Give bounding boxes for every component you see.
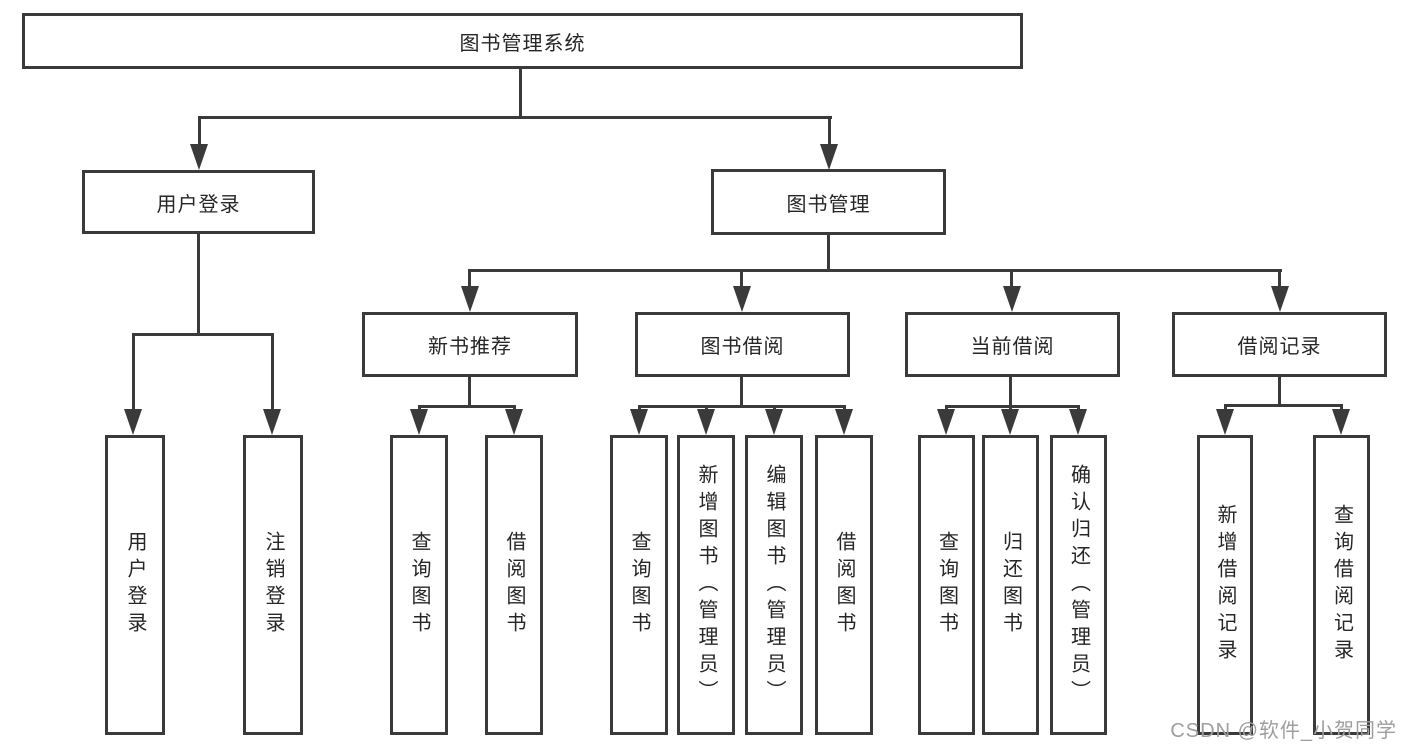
arrow-down-icon (1271, 286, 1289, 312)
arrow-down-icon (835, 409, 853, 435)
leaf-query-books-borrowing-label: 查询图书 (628, 531, 650, 639)
node-book-management-label: 图书管理 (786, 193, 871, 216)
leaf-edit-book-admin-label: 编辑图书（管理员） (763, 463, 785, 707)
leaf-borrow-books-borrowing: 借阅图书 (815, 435, 873, 735)
node-current-borrowing-label: 当前借阅 (970, 336, 1055, 358)
leaf-return-book: 归还图书 (982, 435, 1039, 735)
node-borrowing-records-label: 借阅记录 (1237, 336, 1322, 358)
node-library-system: 图书管理系统 (22, 13, 1023, 69)
arrow-down-icon (410, 409, 428, 435)
arrow-down-icon (1003, 286, 1021, 312)
node-user-login: 用户登录 (82, 170, 315, 234)
arrow-down-icon (1332, 409, 1350, 435)
leaf-add-borrow-record: 新增借阅记录 (1197, 435, 1253, 735)
leaf-logout: 注销登录 (243, 435, 303, 735)
arrow-down-icon (1069, 409, 1087, 435)
node-new-book-recommendation-label: 新书推荐 (428, 336, 512, 358)
connector-line (132, 333, 135, 411)
leaf-edit-book-admin: 编辑图书（管理员） (745, 435, 803, 735)
connector-line (740, 377, 743, 408)
leaf-borrow-books-borrowing-label: 借阅图书 (833, 531, 855, 639)
connector-line (197, 234, 200, 336)
connector-line (1009, 377, 1012, 408)
connector-line (827, 235, 830, 272)
leaf-user-login-label: 用户登录 (124, 531, 146, 639)
node-current-borrowing: 当前借阅 (905, 312, 1120, 377)
arrow-down-icon (263, 409, 281, 435)
node-new-book-recommendation: 新书推荐 (362, 312, 578, 377)
connector-line (519, 69, 522, 117)
arrow-down-icon (820, 144, 838, 170)
connector-line (1010, 269, 1013, 289)
connector-line (1224, 404, 1227, 413)
node-book-management: 图书管理 (711, 169, 946, 235)
leaf-query-books-recommend-label: 查询图书 (408, 531, 430, 639)
arrow-down-icon (630, 409, 648, 435)
leaf-user-login: 用户登录 (105, 435, 165, 735)
arrow-down-icon (190, 144, 208, 170)
arrow-down-icon (937, 409, 955, 435)
arrow-down-icon (733, 286, 751, 312)
connector-line (271, 333, 274, 411)
connector-line (468, 269, 471, 289)
leaf-borrow-books-recommend: 借阅图书 (485, 435, 543, 735)
connector-line (945, 405, 1080, 408)
leaf-add-book-admin-label: 新增图书（管理员） (695, 463, 717, 707)
connector-line (1278, 269, 1281, 289)
node-borrowing-records: 借阅记录 (1172, 312, 1387, 377)
connector-line (638, 405, 846, 408)
connector-line (198, 116, 832, 119)
leaf-query-books-recommend: 查询图书 (390, 435, 448, 735)
connector-line (198, 116, 201, 146)
arrow-down-icon (461, 286, 479, 312)
connector-line (1224, 404, 1343, 407)
node-book-borrowing-label: 图书借阅 (700, 336, 785, 358)
arrow-down-icon (1216, 409, 1234, 435)
leaf-add-book-admin: 新增图书（管理员） (677, 435, 735, 735)
arrow-down-icon (765, 409, 783, 435)
leaf-query-borrow-record: 查询借阅记录 (1313, 435, 1370, 735)
csdn-watermark: CSDN @软件_小贺同学 (1170, 720, 1397, 742)
arrow-down-icon (697, 409, 715, 435)
node-user-login-label: 用户登录 (156, 193, 241, 216)
leaf-confirm-return-admin-label: 确认归还（管理员） (1067, 463, 1090, 707)
leaf-query-books-current-label: 查询图书 (935, 531, 958, 639)
connector-line (1340, 404, 1343, 413)
connector-line (132, 333, 274, 336)
leaf-add-borrow-record-label: 新增借阅记录 (1214, 504, 1236, 666)
node-book-borrowing: 图书借阅 (635, 312, 850, 377)
arrow-down-icon (505, 409, 523, 435)
leaf-borrow-books-recommend-label: 借阅图书 (503, 531, 525, 639)
leaf-query-borrow-record-label: 查询借阅记录 (1330, 504, 1353, 666)
connector-line (418, 405, 516, 408)
leaf-query-books-borrowing: 查询图书 (610, 435, 668, 735)
connector-line (1278, 377, 1281, 407)
connector-line (828, 116, 831, 146)
leaf-confirm-return-admin: 确认归还（管理员） (1050, 435, 1107, 735)
connector-line (740, 269, 743, 289)
leaf-return-book-label: 归还图书 (999, 531, 1022, 639)
node-library-system-label: 图书管理系统 (459, 32, 586, 55)
leaf-query-books-current: 查询图书 (918, 435, 975, 735)
arrow-down-icon (1001, 409, 1019, 435)
connector-line (469, 269, 1282, 272)
arrow-down-icon (124, 409, 142, 435)
connector-line (468, 377, 471, 408)
leaf-logout-label: 注销登录 (262, 531, 284, 639)
